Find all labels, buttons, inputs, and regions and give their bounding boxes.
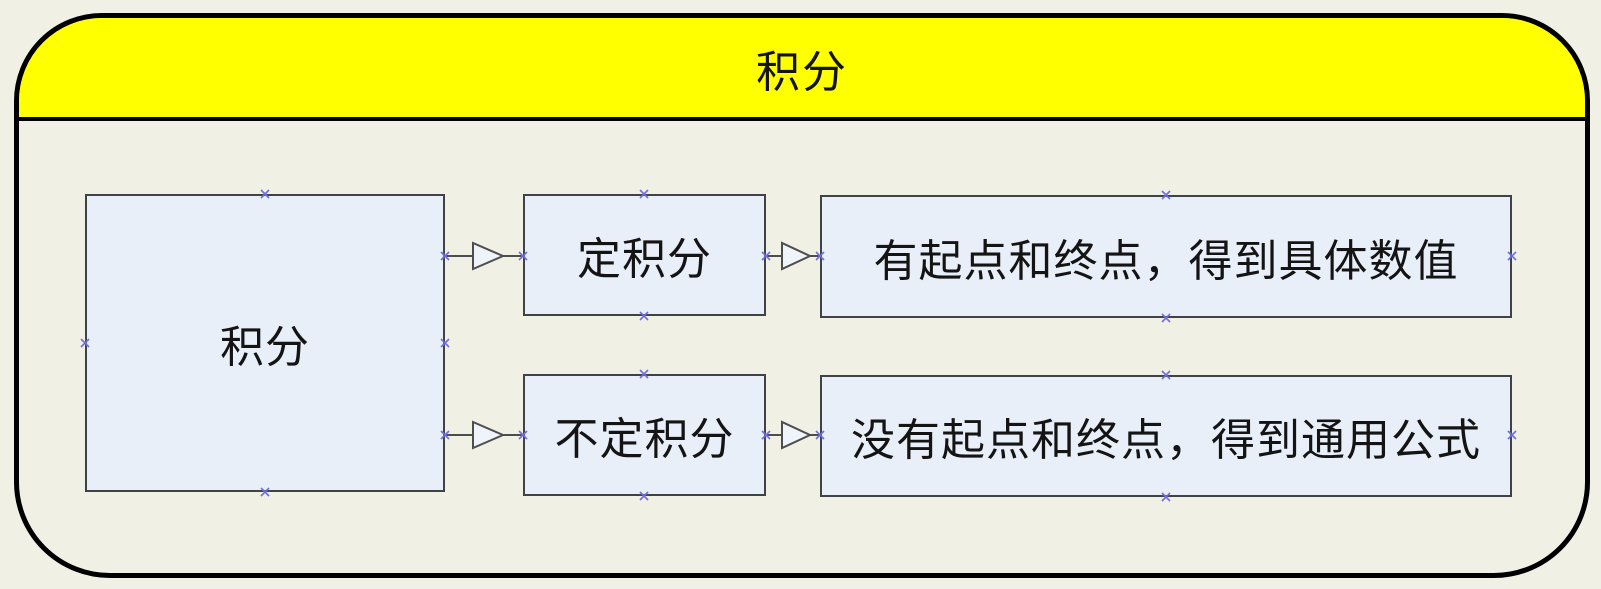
diagram-title: 积分 — [756, 47, 848, 97]
node-integral[interactable]: 积分 — [85, 194, 445, 492]
node-label: 定积分 — [577, 235, 712, 284]
node-label: 不定积分 — [554, 415, 735, 464]
node-label: 积分 — [220, 323, 310, 372]
node-label: 有起点和终点，得到具体数值 — [873, 236, 1459, 286]
node-indefinite-result[interactable]: 没有起点和终点，得到通用公式 — [820, 375, 1512, 497]
title-bar: 积分 — [19, 18, 1585, 121]
node-label: 没有起点和终点，得到通用公式 — [851, 416, 1481, 465]
node-definite-integral[interactable]: 定积分 — [523, 194, 766, 316]
node-indefinite-integral[interactable]: 不定积分 — [523, 374, 766, 496]
node-definite-result[interactable]: 有起点和终点，得到具体数值 — [820, 195, 1512, 318]
